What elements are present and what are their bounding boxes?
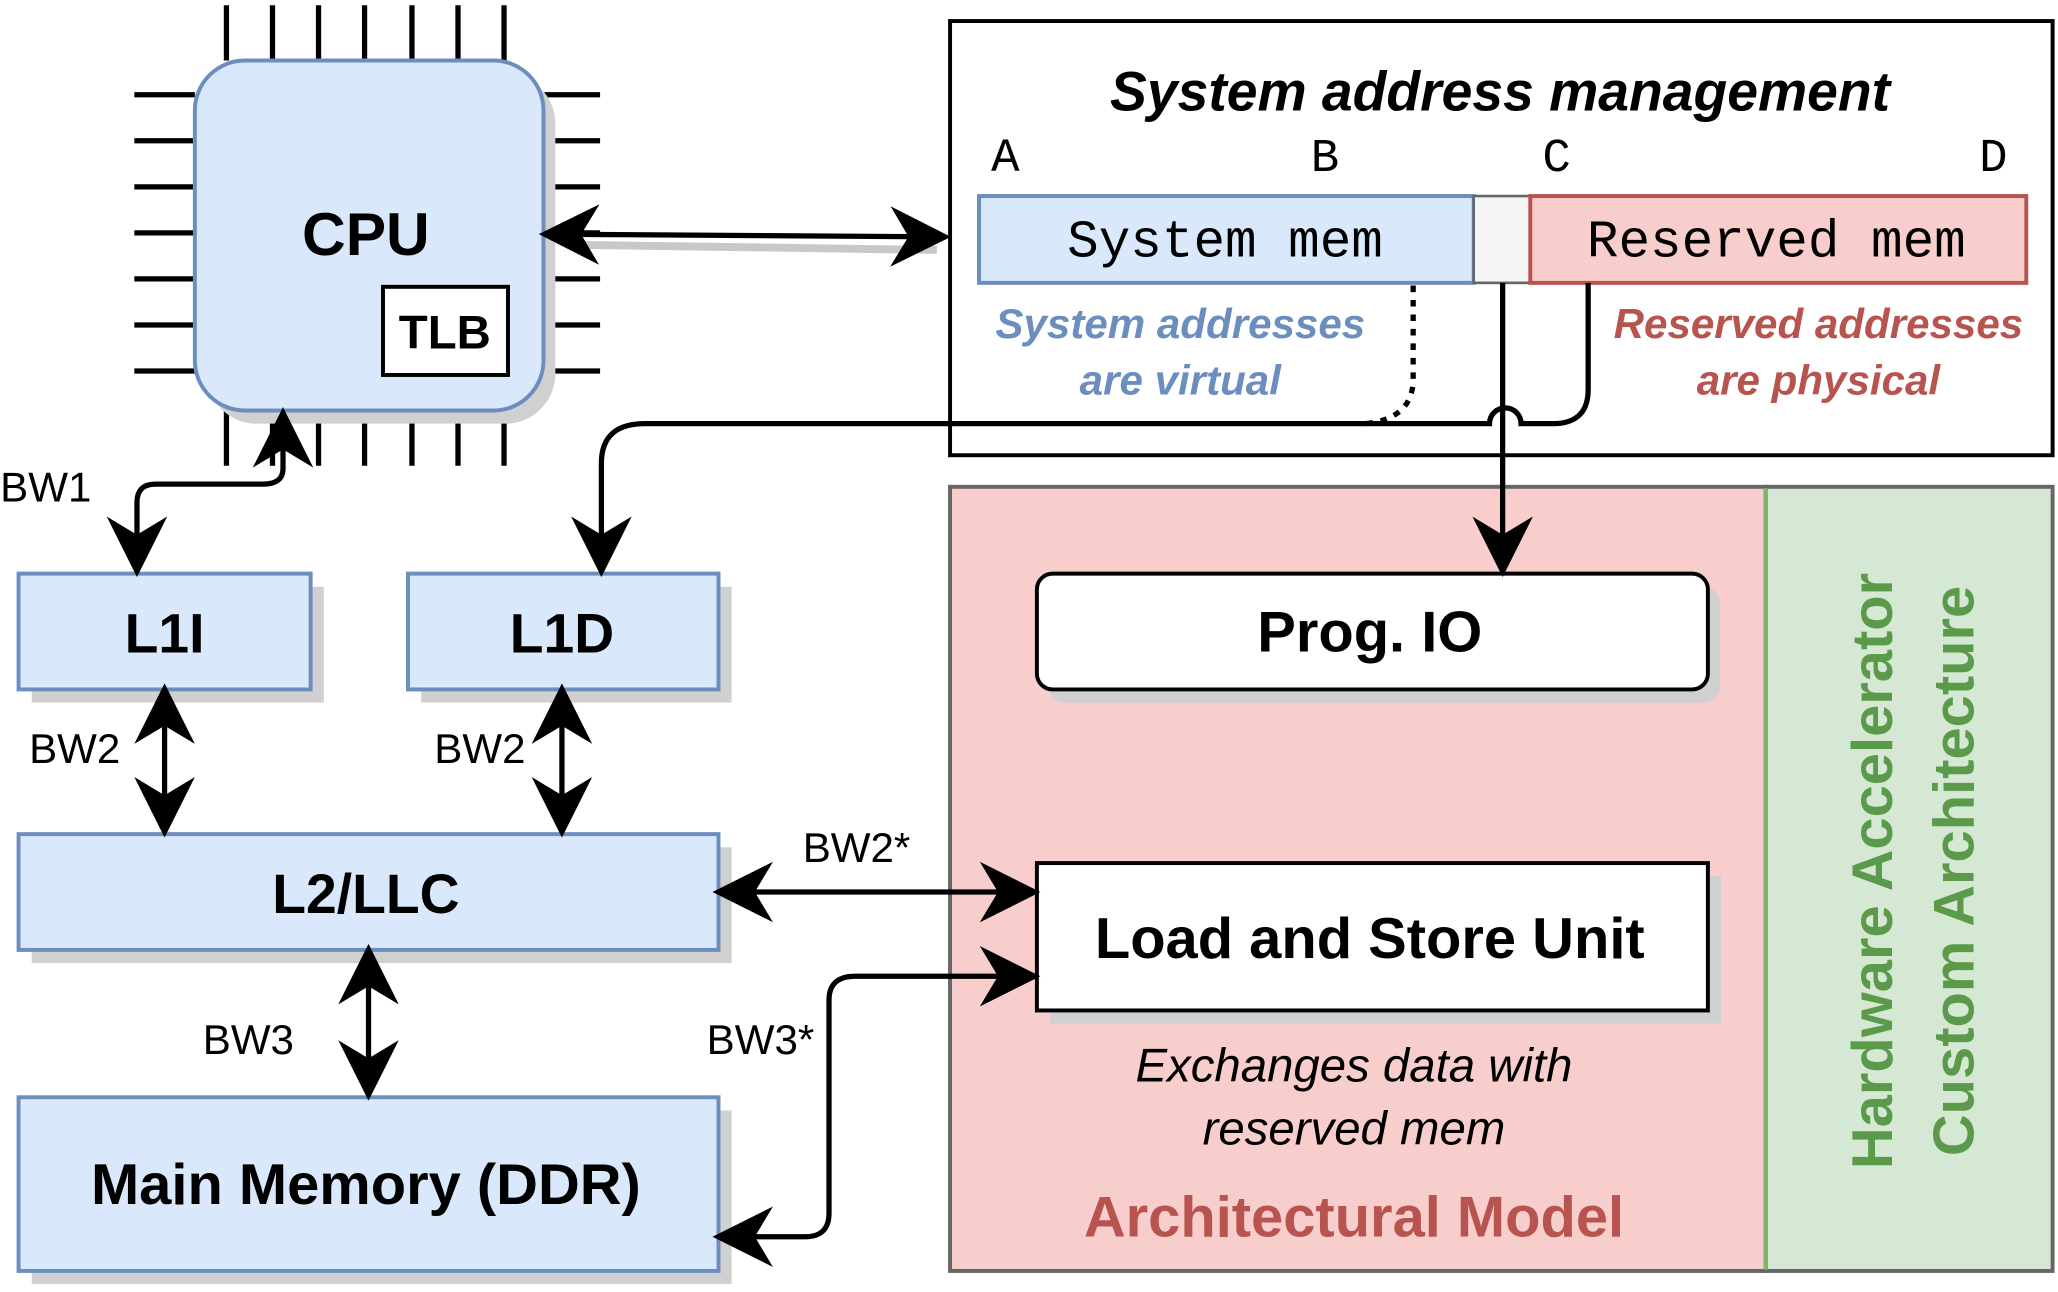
cpu-label: CPU	[302, 200, 430, 268]
tlb-box	[381, 284, 510, 377]
bw2-star-label: BW2*	[803, 824, 911, 871]
custom-architecture-region	[1763, 484, 2055, 1273]
system-addresses-note-line1: System addresses	[995, 300, 1365, 347]
bw2-right-label: BW2	[434, 725, 525, 772]
main-memory-box	[16, 1095, 721, 1273]
system-addresses-note-line2: are virtual	[1080, 357, 1283, 404]
memory-lsu-arrow	[712, 945, 1041, 1268]
bw3-label: BW3	[203, 1016, 294, 1063]
custom-architecture-label: Custom Architecture	[1923, 586, 1987, 1156]
l1d-box	[406, 571, 721, 692]
gap-segment	[1472, 194, 1532, 285]
address-marker-d: D	[1979, 133, 2007, 186]
l2-label: L2/LLC	[272, 863, 459, 925]
bw3-star-label: BW3*	[707, 1016, 815, 1063]
reserved-addresses-note-line2: are physical	[1697, 357, 1942, 404]
cpu-l1i-arrow	[106, 407, 314, 578]
system-mem-label: System mem	[1067, 213, 1383, 273]
hardware-accelerator-label: Hardware Accelerator	[1841, 573, 1905, 1169]
cpu-address-arrow	[538, 204, 951, 267]
reserved-addresses-note-line1: Reserved addresses	[1614, 300, 2024, 347]
address-marker-a: A	[991, 133, 1020, 186]
address-marker-b: B	[1311, 133, 1339, 186]
prog-io-label: Prog. IO	[1257, 600, 1482, 664]
architectural-model-label: Architectural Model	[1084, 1186, 1624, 1250]
address-marker-c: C	[1542, 133, 1570, 186]
prog-io-box	[1034, 571, 1710, 692]
l1d-label: L1D	[510, 603, 614, 665]
reserved-mem-segment	[1528, 194, 2029, 285]
main-memory-label: Main Memory (DDR)	[91, 1153, 641, 1217]
lsu-box	[1034, 861, 1710, 1013]
l1i-label: L1I	[125, 603, 205, 665]
l1i-box	[16, 571, 313, 692]
lsu-label: Load and Store Unit	[1095, 907, 1645, 971]
connectors	[106, 204, 1591, 1268]
cpu-address-arrow-shadow	[568, 240, 937, 254]
tlb-label: TLB	[399, 307, 491, 360]
address-management-title: System address management	[1110, 61, 1893, 123]
bw2-left-label: BW2	[29, 725, 120, 772]
reserved-mem-label: Reserved mem	[1587, 213, 1966, 273]
lsu-note-line1: Exchanges data with	[1135, 1039, 1572, 1092]
bw1-label: BW1	[0, 463, 91, 510]
lsu-note-line2: reserved mem	[1203, 1103, 1506, 1156]
system-mem-segment	[977, 194, 1476, 285]
